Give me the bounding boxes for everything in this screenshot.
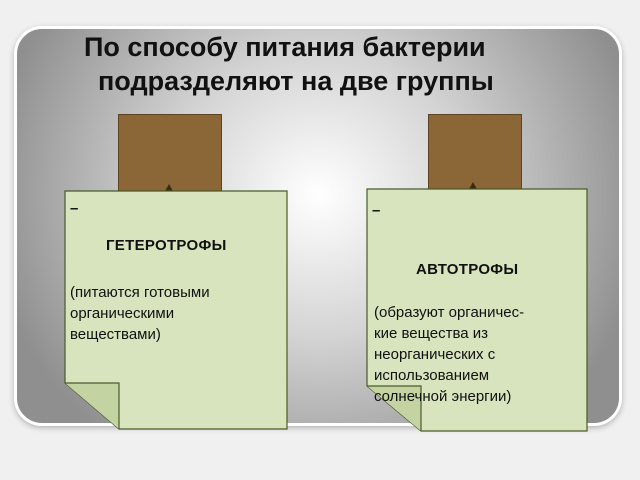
group-description: (образуют органичес- кие вещества из нео…	[374, 302, 524, 407]
description-line: солнечной энергии)	[374, 388, 512, 405]
heterotrophs-card: – ГЕТЕРОТРОФЫ (питаются готовыми органич…	[64, 190, 288, 430]
description-line: (образуют органичес-	[374, 304, 525, 321]
bullet-dash: –	[70, 200, 79, 217]
connector-stem-left	[118, 114, 222, 196]
group-name: ГЕТЕРОТРОФЫ	[106, 237, 227, 254]
autotrophs-card: – АВТОТРОФЫ (образуют органичес- кие вещ…	[366, 188, 588, 432]
description-line: кие вещества из	[374, 325, 489, 342]
description-line: использованием	[374, 367, 490, 384]
description-line: неорганических с	[374, 346, 496, 363]
slide-title: По способу питания бактерии подразделяют…	[0, 30, 640, 98]
arrow-up-icon	[468, 182, 478, 191]
group-name: АВТОТРОФЫ	[416, 261, 519, 278]
description-line: органическими	[70, 305, 175, 322]
arrow-up-icon	[164, 184, 174, 193]
description-line: (питаются готовыми	[70, 284, 210, 301]
description-line: веществами)	[70, 326, 161, 343]
note-card-shape	[366, 188, 588, 432]
title-line-2: подразделяют на две группы	[98, 66, 494, 96]
group-description: (питаются готовыми органическими веществ…	[70, 282, 210, 345]
title-line-1: По способу питания бактерии	[84, 32, 486, 62]
bullet-dash: –	[372, 202, 381, 219]
note-card-shape	[64, 190, 288, 430]
